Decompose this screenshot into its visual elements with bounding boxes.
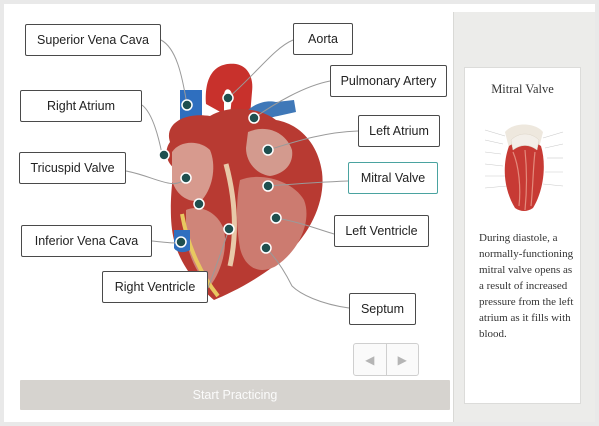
pin-tricuspid-valve[interactable] — [180, 172, 192, 184]
mitral-valve-thumbnail — [484, 124, 564, 211]
pin-aorta[interactable] — [222, 92, 234, 104]
info-sidebar: Mitral Valve During diastole, a normally… — [453, 12, 595, 422]
label-mitral-valve[interactable]: Mitral Valve — [348, 162, 438, 194]
pin-septum[interactable] — [260, 242, 272, 254]
info-title: Mitral Valve — [491, 82, 554, 96]
next-button[interactable]: ▶ — [385, 344, 419, 375]
previous-button[interactable]: ◀ — [354, 344, 386, 375]
pin-pulmonary-artery[interactable] — [248, 112, 260, 124]
pin-septum-upper[interactable] — [193, 198, 205, 210]
triangle-right-icon: ▶ — [397, 352, 407, 367]
right-atrium-shape — [172, 142, 214, 202]
info-card: Mitral Valve During diastole, a normally… — [464, 67, 581, 404]
leader-lines — [125, 39, 359, 309]
heart-illustration — [125, 39, 359, 309]
label-pulmonary-artery[interactable]: Pulmonary Artery — [330, 65, 447, 97]
label-right-ventricle[interactable]: Right Ventricle — [102, 271, 208, 303]
label-aorta[interactable]: Aorta — [293, 23, 353, 55]
pin-mitral-valve[interactable] — [262, 180, 274, 192]
triangle-left-icon: ◀ — [365, 352, 375, 367]
pins — [158, 92, 282, 254]
start-practicing-button[interactable]: Start Practicing — [20, 380, 450, 410]
label-navigation: ◀ ▶ — [353, 343, 419, 376]
label-tricuspid-valve[interactable]: Tricuspid Valve — [19, 152, 126, 184]
right-ventricle-shape — [186, 208, 226, 286]
label-right-atrium[interactable]: Right Atrium — [20, 90, 142, 122]
pin-left-atrium[interactable] — [262, 144, 274, 156]
pin-inferior-vena-cava[interactable] — [175, 236, 187, 248]
info-description: During diastole, a normally-functioning … — [479, 232, 574, 340]
pin-left-ventricle[interactable] — [270, 212, 282, 224]
aorta-shape — [205, 63, 253, 116]
label-superior-vena-cava[interactable]: Superior Vena Cava — [25, 24, 161, 56]
fat-band-shape — [180, 213, 220, 298]
left-ventricle-shape — [237, 176, 307, 270]
pin-superior-vena-cava[interactable] — [181, 99, 193, 111]
pin-right-atrium[interactable] — [158, 149, 170, 161]
label-left-atrium[interactable]: Left Atrium — [358, 115, 440, 147]
pin-right-ventricle[interactable] — [223, 223, 235, 235]
label-inferior-vena-cava[interactable]: Inferior Vena Cava — [21, 225, 152, 257]
septum-shape — [223, 163, 237, 267]
label-septum[interactable]: Septum — [349, 293, 416, 325]
heart-diagram-area: Superior Vena Cava Aorta Pulmonary Arter… — [4, 4, 453, 422]
label-left-ventricle[interactable]: Left Ventricle — [334, 215, 429, 247]
